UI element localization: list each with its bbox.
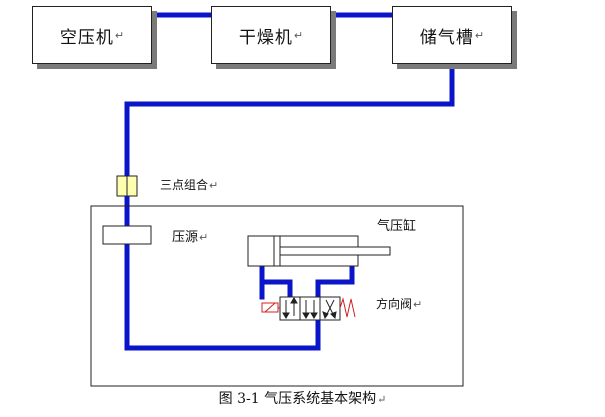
air-pipe-network (124, 12, 455, 351)
pipe-tank-to-frl (124, 55, 455, 179)
pipe-source-to-valve (124, 241, 321, 351)
tank-label: 储气槽 (419, 27, 474, 48)
compressor-label: 空压机 (59, 27, 114, 48)
frl-unit-label: 三点组合↵ (160, 178, 219, 192)
compressor-box: 空压机↵ (32, 6, 152, 64)
system-frame (90, 205, 464, 387)
direction-valve-symbol (261, 296, 356, 321)
pipe-cylinder-a-branch (259, 279, 293, 300)
pipe-valve-to-cylinder-b (315, 263, 355, 300)
cylinder-label: 气压缸 (377, 219, 417, 234)
pressure-source-label: 压源↵ (172, 230, 209, 245)
figure-caption: 图 3-1 气压系统基本架构↵ (218, 391, 387, 407)
spring-symbol (339, 297, 356, 318)
cylinder-symbol (247, 235, 391, 267)
direction-valve-label: 方向阀↵ (376, 297, 423, 311)
tank-box: 储气槽↵ (392, 6, 512, 64)
dryer-label: 干燥机 (238, 27, 293, 48)
dryer-box: 干燥机↵ (211, 6, 331, 64)
pressure-source-symbol (102, 225, 152, 245)
